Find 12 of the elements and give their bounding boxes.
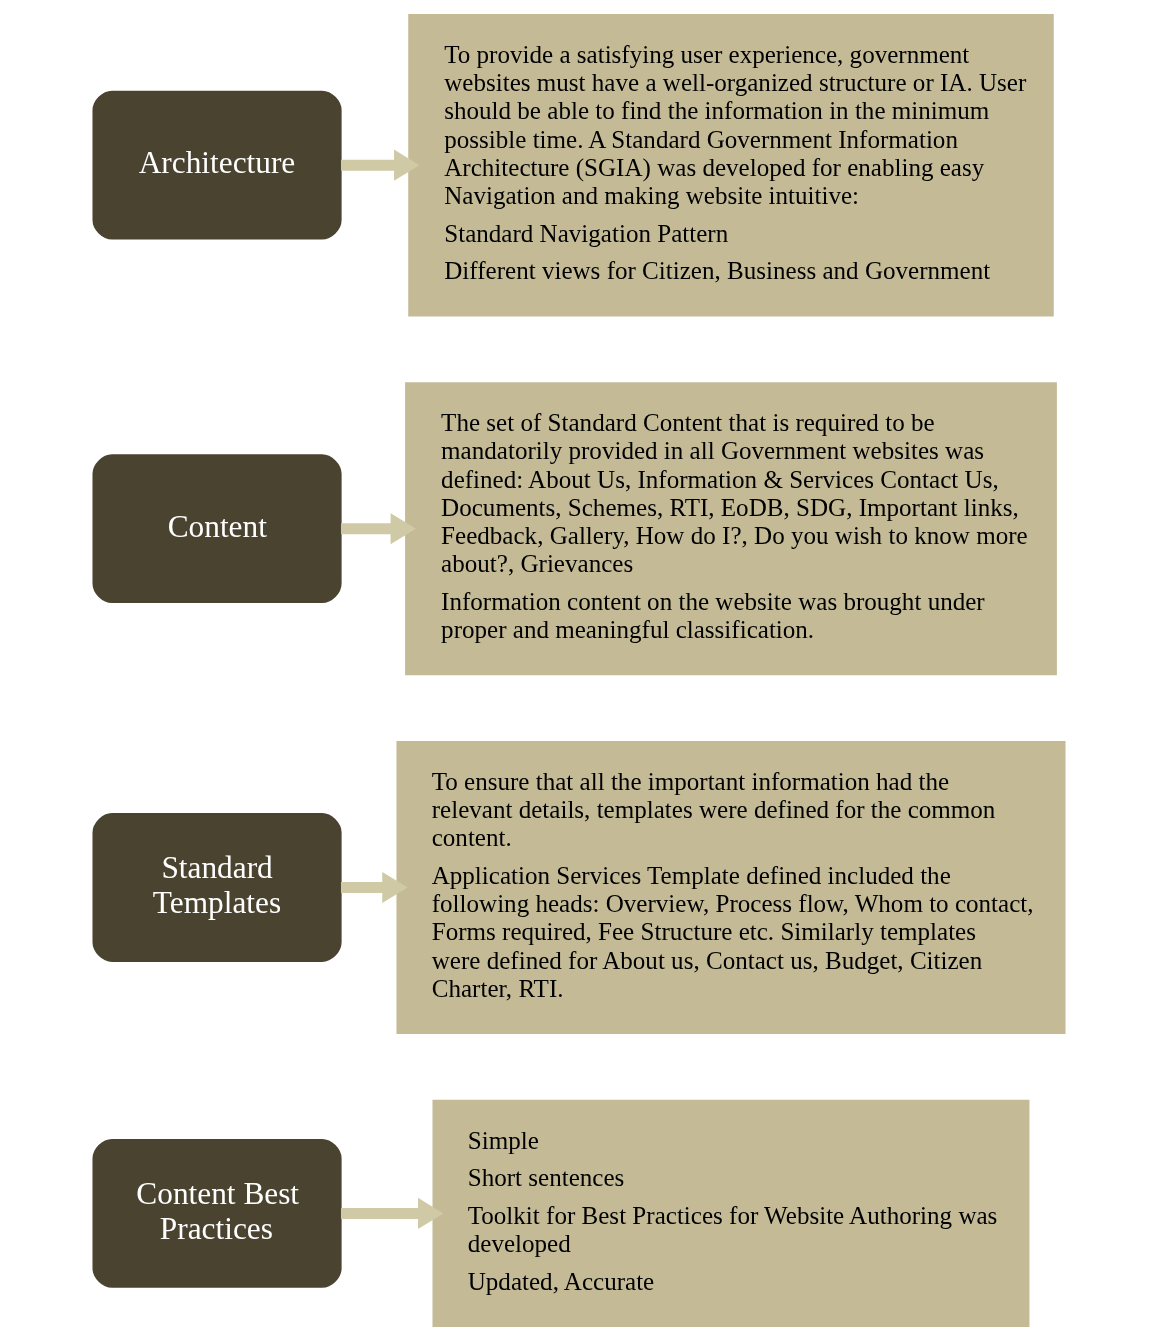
node-box: Content Best Practices (92, 1139, 342, 1288)
arrow (341, 149, 420, 181)
arrow (341, 1197, 444, 1229)
node-box: The set of Standard Content that is required to be mandatorily provided in all Government websites was defined: About Us, Information & Services Contact Us, Documents, Schemes, RTI, EoDB, SDG, Important links, Feedback, Gallery, How do I?, Do you wish to know more about?, Grievances Information content on the website was brought under proper and meaningful classification. (405, 382, 1057, 676)
node-box: Simple Short sentences Toolkit for Best Practices for Website Authoring was developed Updated, Accurate (432, 1099, 1030, 1328)
node-box: Architecture (92, 90, 342, 240)
node-box: Standard Templates (92, 813, 342, 962)
arrow (341, 513, 416, 545)
arrow (341, 871, 408, 904)
node-box: To ensure that all the important information had the relevant details, templates were defined for the common content. Application Services Template defined included the following heads: Overview, Process flow, Whom to contact, Forms required, Fee Structure etc. Similarly templates were defined for About us, Contact us, Budget, Citizen Charter, RTI. (396, 741, 1066, 1034)
node-box: Content (92, 454, 342, 604)
node-box: To provide a satisfying user experience, government websites must have a well-organized structure or IA. User should be able to find the information in the minimum possible time. A Standard Government Information Architecture (SGIA) was developed for enabling easy Navigation and making website intuitive: Standard Navigation Pattern Different views for Citizen, Business and Government (408, 13, 1054, 317)
